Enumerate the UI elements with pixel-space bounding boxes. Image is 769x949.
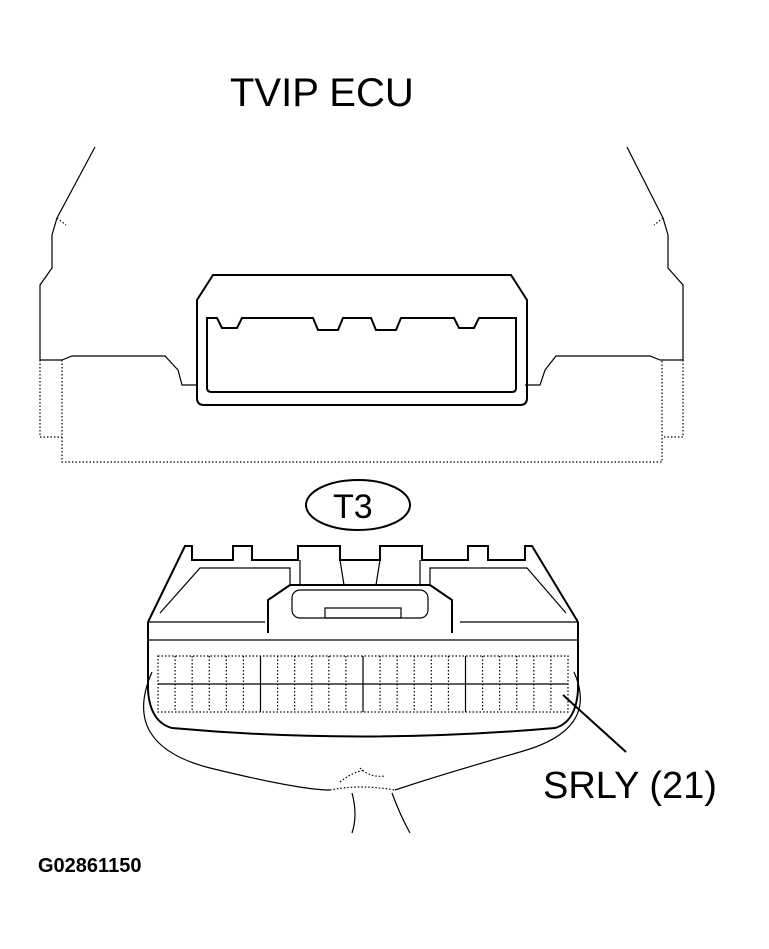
- wire-harness: [143, 671, 581, 834]
- figure-id: G02861150: [38, 855, 141, 877]
- callout-leader-line: [562, 694, 627, 753]
- connector-label: T3: [333, 488, 373, 526]
- component-title: TVIP ECU: [230, 71, 414, 115]
- pin-grid: [174, 656, 552, 712]
- terminal-callout: SRLY (21): [543, 765, 717, 807]
- ecu-housing: [39, 146, 684, 463]
- connector-label-oval: [305, 479, 411, 531]
- ecu-socket: [196, 274, 528, 406]
- harness-connector: [147, 545, 579, 738]
